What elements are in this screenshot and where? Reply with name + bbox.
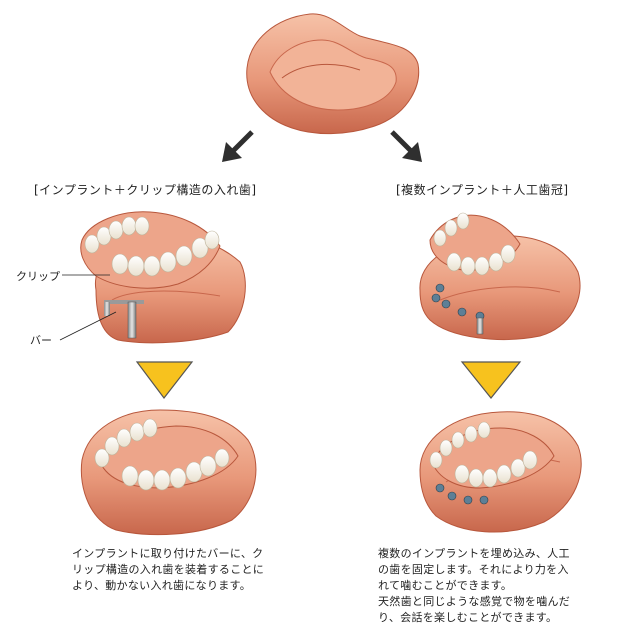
right-description-line: れて噛むことができます。 [378,579,513,592]
right-implant-crown-illustration [419,212,581,340]
left-result-illustration [80,409,257,536]
right-heading: [複数インプラント＋人工歯冠] [396,183,569,197]
bar-callout-label: バー [30,334,52,347]
left-description: インプラントに取り付けたバーに、ク リップ構造の入れ歯を装着することに より、動… [72,546,264,594]
arrow-down-left-icon [222,130,254,162]
right-description-line: り、会話を楽しむことができます。 [378,611,558,624]
arrow-down-right-icon [390,130,422,162]
right-description-line: の歯を固定します。それにより力を入 [378,563,569,576]
clip-callout-label: クリップ [16,270,60,283]
left-clip-denture-illustration [59,211,246,344]
left-description-line: インプラントに取り付けたバーに、ク [72,547,264,560]
yellow-down-triangle-icon-left [135,361,194,399]
left-heading: [インプラント＋クリップ構造の入れ歯] [34,183,257,197]
right-description-line: 天然歯と同じような感覚で物を噛んだ [378,595,571,608]
right-description-line: 複数のインプラントを埋め込み、人工 [378,547,570,560]
yellow-down-triangle-icon-right [460,361,522,399]
left-description-line: リップ構造の入れ歯を装着することに [72,563,265,576]
right-description: 複数のインプラントを埋め込み、人工 の歯を固定します。それにより力を入 れて噛む… [378,546,570,626]
right-result-illustration [419,411,582,533]
top-jaw-illustration [246,13,420,135]
left-description-line: より、動かない入れ歯になります。 [72,579,252,592]
